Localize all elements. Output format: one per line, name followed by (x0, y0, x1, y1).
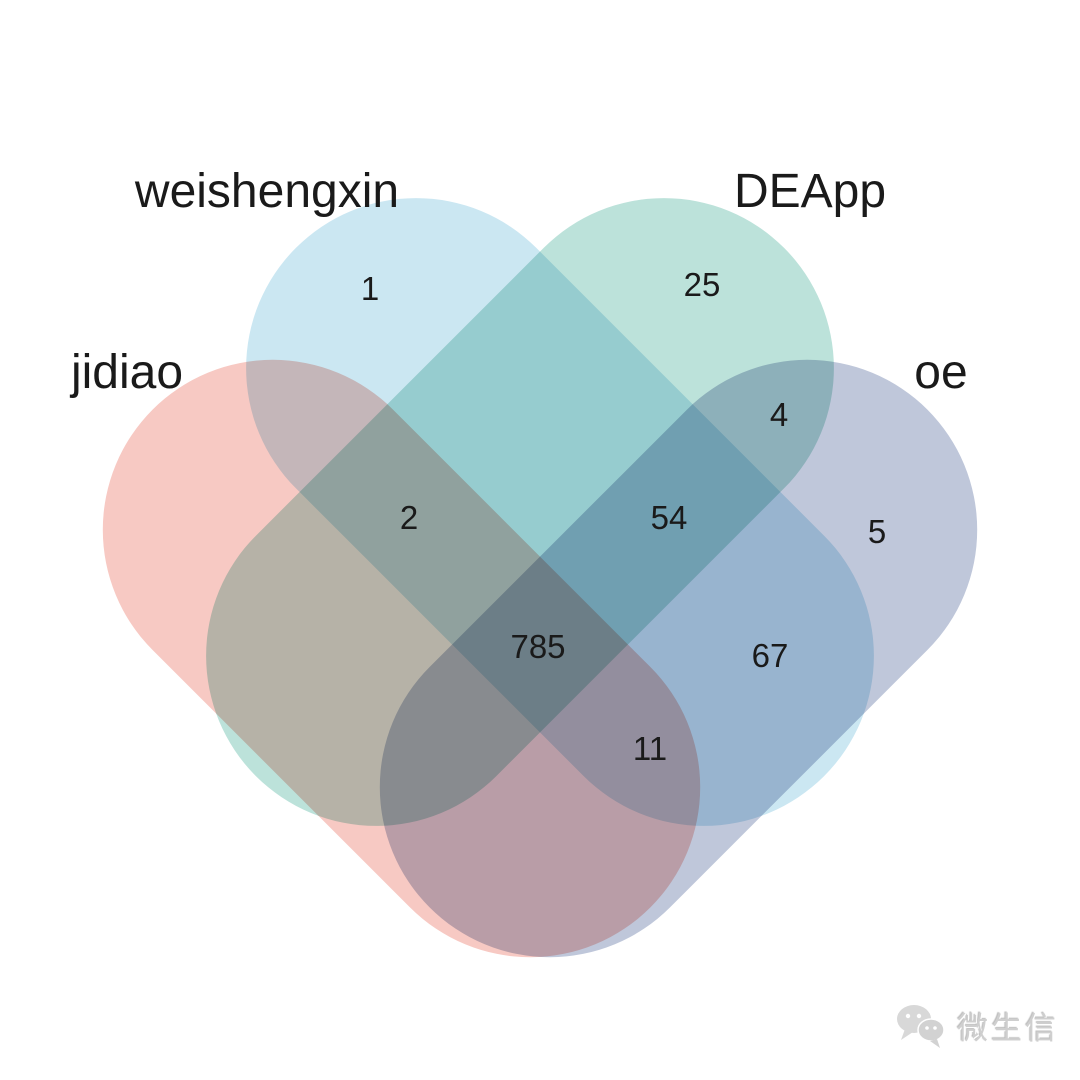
count-oe-only: 5 (868, 513, 886, 550)
count-weishengxin-only: 1 (361, 270, 379, 307)
wechat-icon (897, 1005, 945, 1048)
count-weishengxin-deapp-oe: 54 (651, 499, 688, 536)
watermark-text: 微生信 (957, 1010, 1059, 1046)
region-counts: 1 25 4 2 54 5 785 67 11 (361, 266, 886, 767)
watermark: 微生信 (893, 1000, 1059, 1050)
set-label-weishengxin: weishengxin (134, 165, 399, 218)
set-label-deapp: DEApp (734, 165, 886, 218)
count-deapp-oe: 4 (770, 396, 788, 433)
count-weishengxin-deapp-jidiao: 2 (400, 499, 418, 536)
count-weishengxin-oe: 67 (752, 637, 789, 674)
set-labels: jidiao weishengxin DEApp oe (69, 165, 968, 399)
set-shape-deapp (206, 198, 834, 826)
count-all-four: 785 (510, 628, 565, 665)
count-weishengxin-jidiao-oe: 11 (633, 730, 667, 767)
set-shape-oe (379, 359, 978, 958)
set-label-oe: oe (914, 346, 967, 399)
set-label-jidiao: jidiao (69, 346, 183, 399)
count-deapp-only: 25 (684, 266, 721, 303)
